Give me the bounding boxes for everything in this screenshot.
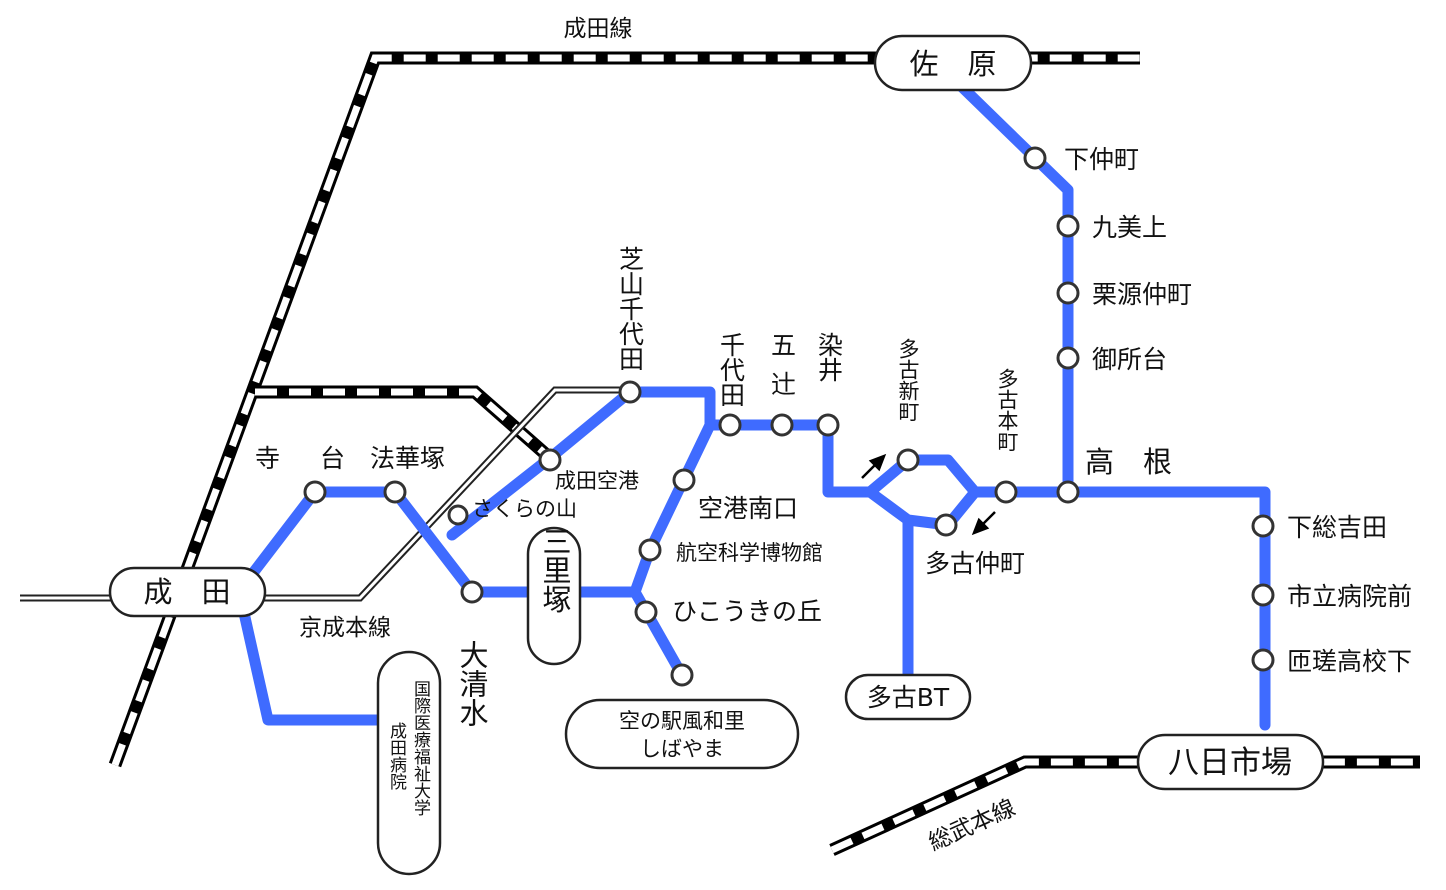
terminal-narita-label: 成 田 — [143, 575, 230, 609]
stop-label-kumikami: 九美上 — [1092, 213, 1167, 242]
terminal-narita[interactable]: 成 田 — [108, 566, 267, 618]
stop-label-terada: 寺 台 — [255, 444, 345, 473]
stop-marker-aviation-museum — [638, 538, 662, 562]
stop-label-tako-shinmachi: 多古新町 — [896, 338, 920, 422]
stop-label-sosakoko: 匝瑳高校下 — [1287, 647, 1412, 676]
stop-label-tako-nakacho: 多古仲町 — [925, 549, 1025, 578]
terminal-sawara-label: 佐 原 — [909, 47, 996, 81]
terminal-sanrizuka-label: 三里塚 — [538, 527, 572, 614]
stop-marker-hokezuka — [383, 480, 407, 504]
stop-marker-michinoeki — [670, 663, 694, 687]
stop-label-goji: 五辻 — [768, 332, 797, 396]
terminal-michinoeki-line2: しばやま — [640, 737, 724, 761]
direction-arrows — [861, 453, 996, 536]
stop-marker-kurimotonakacho — [1056, 281, 1080, 305]
stop-marker-takane — [1056, 480, 1080, 504]
stop-marker-oshimizu — [460, 580, 484, 604]
bus-routes — [234, 79, 1271, 731]
stop-label-tako-honmachi: 多古本町 — [995, 368, 1019, 452]
rail-label-narita-line: 成田線 — [564, 16, 633, 42]
stop-label-hokezuka: 法華塚 — [370, 444, 445, 473]
terminal-yokaichiba-label: 八日市場 — [1168, 745, 1292, 781]
stop-label-shiritsubyoin: 市立病院前 — [1287, 582, 1412, 611]
stop-marker-goshodai — [1056, 346, 1080, 370]
stop-marker-terada — [303, 480, 327, 504]
stop-label-shibayama-chiyoda: 芝山千代田 — [616, 246, 645, 371]
stop-marker-tako-honmachi — [994, 480, 1018, 504]
stop-label-narita-airport: 成田空港 — [555, 469, 639, 493]
stop-marker-somei — [816, 413, 840, 437]
stop-marker-shimofusayoshida — [1251, 514, 1275, 538]
stop-marker-sakuranoyama — [447, 504, 469, 526]
terminal-yokaichiba[interactable]: 八日市場 — [1136, 733, 1325, 791]
stop-markers — [303, 146, 1275, 687]
rail-label-keisei: 京成本線 — [299, 615, 391, 641]
stop-label-goshodai: 御所台 — [1092, 345, 1167, 374]
stop-marker-hikoki-hill — [634, 600, 658, 624]
stop-label-hikoki-hill: ひこうきの丘 — [672, 597, 822, 626]
stop-label-somei: 染井 — [815, 332, 844, 382]
stop-marker-goji — [770, 413, 794, 437]
terminal-hospital-line1: 国際医療福祉大学 — [410, 680, 431, 816]
stop-marker-kuko-minamiguchi — [672, 468, 696, 492]
stop-marker-chiyoda — [718, 413, 742, 437]
stop-marker-kumikami — [1056, 214, 1080, 238]
rail-sobu-line — [829, 755, 1420, 856]
terminal-hospital[interactable]: 国際医療福祉大学 成田病院 — [376, 650, 442, 876]
terminal-sawara[interactable]: 佐 原 — [873, 34, 1033, 92]
terminal-tako-bt-label: 多古BT — [867, 683, 950, 712]
stop-marker-tako-shinmachi — [896, 448, 920, 472]
stop-label-chiyoda: 千代田 — [717, 332, 746, 407]
stop-label-shimonakacho: 下仲町 — [1064, 145, 1139, 174]
terminal-sanrizuka[interactable]: 三里塚 — [526, 527, 582, 666]
stop-label-sakuranoyama: さくらの山 — [472, 497, 577, 521]
terminal-michinoeki[interactable]: 空の駅風和里 しばやま — [564, 698, 800, 770]
rail-narita-line — [108, 51, 1140, 768]
terminal-hospital-line2: 成田病院 — [386, 722, 407, 790]
stop-label-oshimizu: 大清水 — [455, 640, 489, 727]
terminal-michinoeki-line1: 空の駅風和里 — [619, 709, 745, 733]
rail-airport-branch — [255, 385, 555, 463]
stop-marker-tako-nakacho — [934, 513, 958, 537]
stop-marker-shimonakacho — [1023, 146, 1047, 170]
stop-label-takane: 高 根 — [1085, 445, 1172, 479]
terminal-tako-bt[interactable]: 多古BT — [844, 673, 972, 721]
stop-marker-shiritsubyoin — [1251, 583, 1275, 607]
stop-label-kuko-minamiguchi: 空港南口 — [698, 494, 798, 523]
stop-label-shimofusayoshida: 下総吉田 — [1287, 513, 1387, 542]
stop-marker-narita-airport — [538, 448, 562, 472]
stop-label-aviation-museum: 航空科学博物館 — [676, 541, 823, 565]
stop-marker-sosakoko — [1251, 648, 1275, 672]
stop-label-kurimotonakacho: 栗源仲町 — [1092, 280, 1192, 309]
stop-marker-shibayama-chiyoda — [618, 380, 642, 404]
